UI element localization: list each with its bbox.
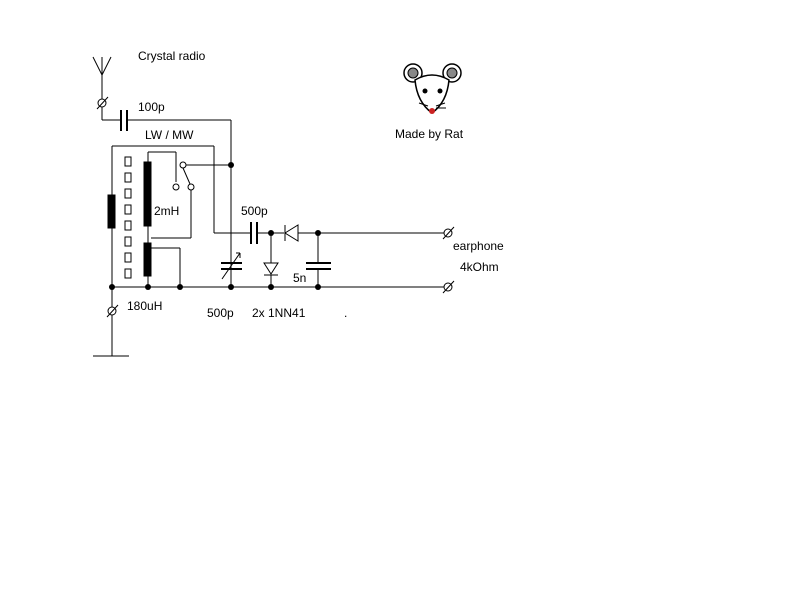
band-switch (172, 161, 231, 233)
diode-shunt (263, 233, 279, 287)
ground-icon (93, 315, 129, 357)
diagram-title: Crystal radio (138, 49, 206, 63)
diode-series (284, 224, 448, 242)
label-band-switch: LW / MW (145, 128, 194, 142)
antenna-icon (92, 56, 112, 99)
junction (228, 162, 234, 168)
credit-text: Made by Rat (395, 127, 464, 141)
label-cap-100p: 100p (138, 100, 165, 114)
capacitor-5n (306, 233, 331, 287)
stray-dot: . (344, 306, 347, 320)
earphone-terminal-top (442, 226, 455, 240)
inductor-lower (143, 190, 192, 287)
label-diodes: 2x 1NN41 (252, 306, 306, 320)
capacitor-variable-500p (221, 252, 242, 280)
junction (228, 284, 234, 290)
label-earphone: earphone (453, 239, 504, 253)
capacitor-100p (120, 110, 128, 131)
junction (177, 284, 183, 290)
rat-face-icon (403, 63, 462, 114)
junction (315, 284, 321, 290)
label-impedance: 4kOhm (460, 260, 499, 274)
label-inductor-2mh: 2mH (154, 204, 179, 218)
inductor-180uh (107, 194, 116, 229)
label-inductor-180uh: 180uH (127, 299, 162, 313)
label-cap-500p: 500p (241, 204, 268, 218)
label-cap-tuning: 500p (207, 306, 234, 320)
junction (268, 284, 274, 290)
label-cap-5n: 5n (293, 271, 306, 285)
ferrite-rod (124, 156, 132, 279)
capacitor-500p (250, 222, 258, 244)
junction (145, 284, 151, 290)
earphone-terminal-bottom (442, 280, 455, 294)
